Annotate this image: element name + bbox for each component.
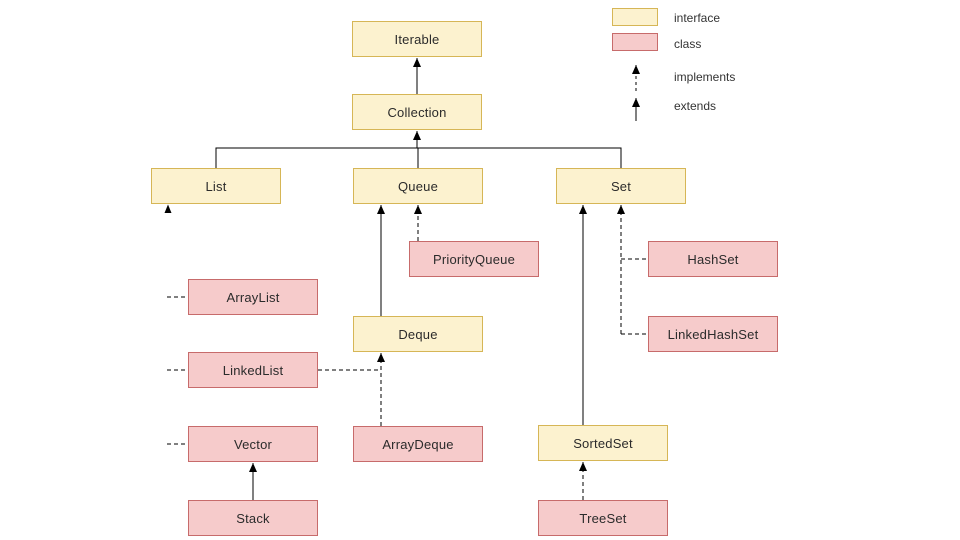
node-collection: Collection (352, 94, 482, 130)
node-priorityqueue: PriorityQueue (409, 241, 539, 277)
node-deque: Deque (353, 316, 483, 352)
legend-implements-label: implements (674, 70, 736, 84)
node-set: Set (556, 168, 686, 204)
arrowhead-under-list (164, 204, 172, 213)
node-arraydeque: ArrayDeque (353, 426, 483, 462)
node-treeset: TreeSet (538, 500, 668, 536)
legend-class-swatch (612, 33, 658, 51)
legend-interface-label: interface (674, 11, 721, 25)
edge-branch-collection-children (215, 147, 622, 168)
node-hashset: HashSet (648, 241, 778, 277)
node-queue: Queue (353, 168, 483, 204)
node-vector: Vector (188, 426, 318, 462)
node-stack: Stack (188, 500, 318, 536)
node-list: List (151, 168, 281, 204)
node-linkedlist: LinkedList (188, 352, 318, 388)
legend-extends-label: extends (674, 99, 717, 113)
node-sortedset: SortedSet (538, 425, 668, 461)
node-arraylist: ArrayList (188, 279, 318, 315)
node-linkedhashset: LinkedHashSet (648, 316, 778, 352)
legend-interface-swatch (612, 8, 658, 26)
node-iterable: Iterable (352, 21, 482, 57)
legend-class-label: class (674, 37, 702, 51)
